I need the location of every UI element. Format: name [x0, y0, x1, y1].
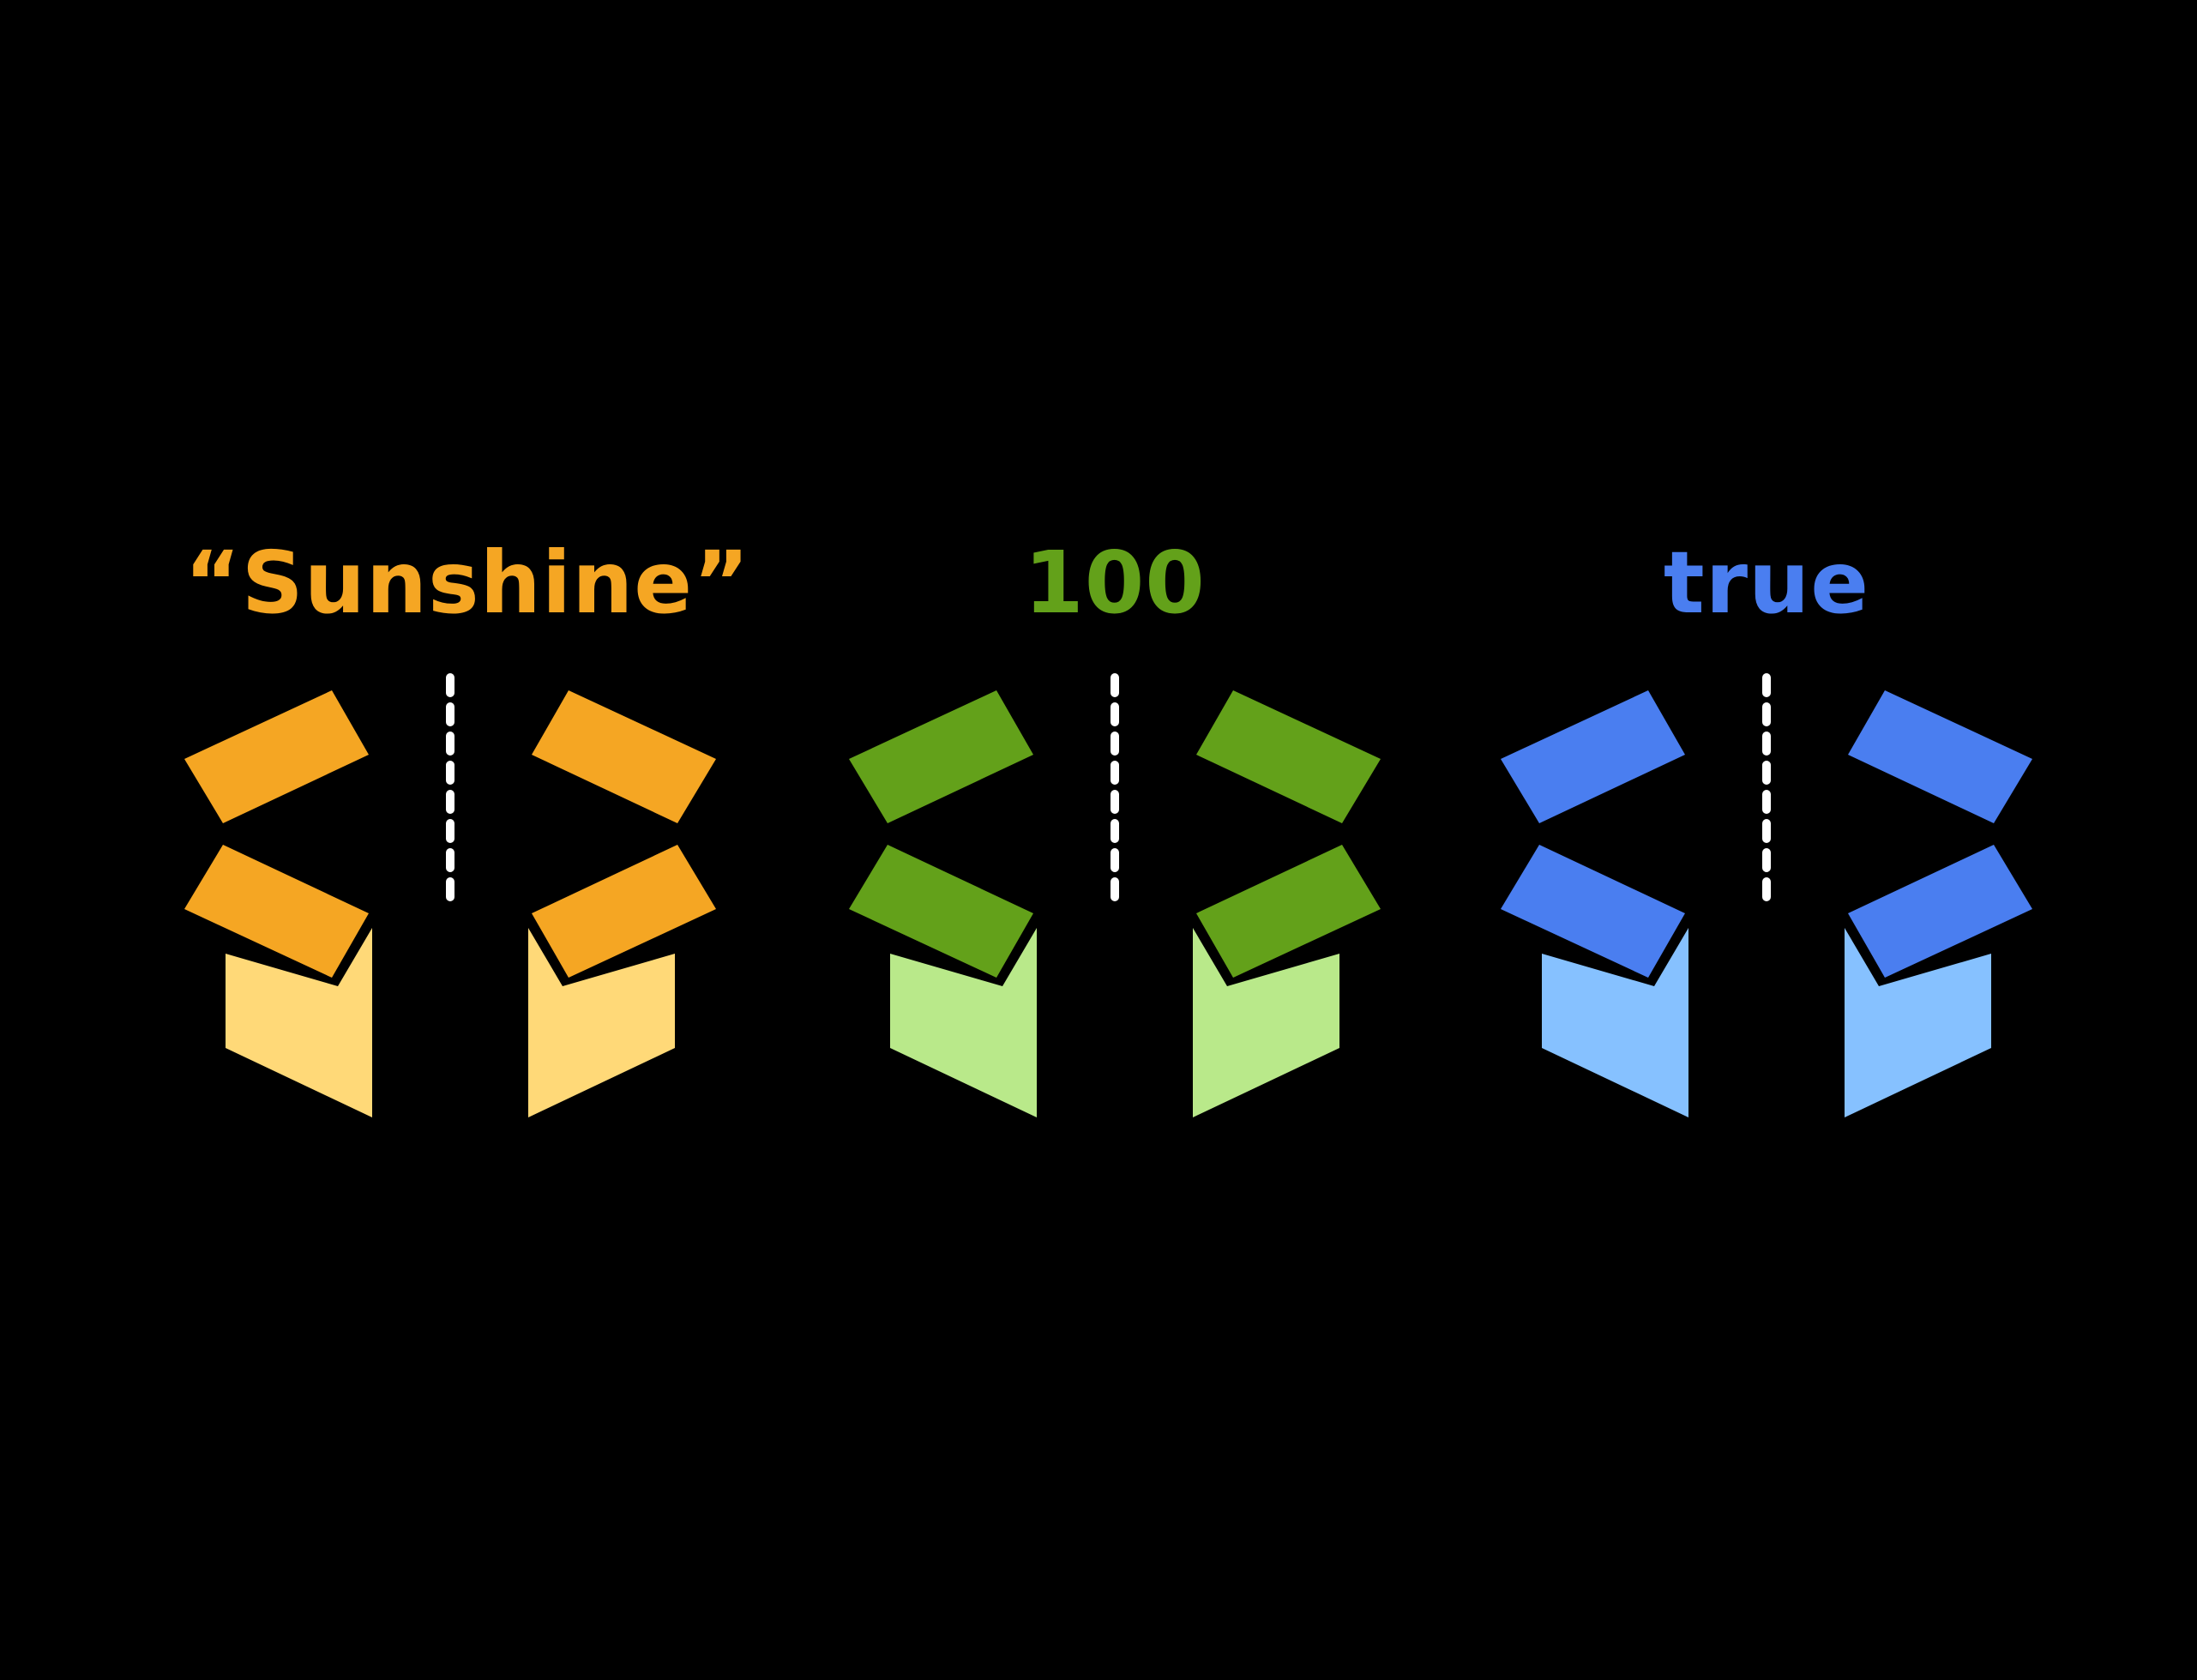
upper-left-flap	[849, 690, 1033, 823]
open-box-icon	[184, 673, 716, 1117]
lower-right-flap	[1196, 845, 1381, 978]
lower-left-flap	[849, 845, 1033, 978]
value-item-boolean: true	[1501, 532, 2032, 1166]
value-label-number: 100	[1024, 533, 1206, 633]
box-right-face	[1193, 928, 1339, 1117]
box-left-face	[1542, 928, 1688, 1117]
upper-left-flap	[184, 690, 369, 823]
open-box-icon	[1501, 673, 2032, 1117]
lower-right-flap	[532, 845, 716, 978]
value-label-boolean: true	[1663, 533, 1870, 633]
lower-left-flap	[184, 845, 369, 978]
value-label-string: “Sunshine”	[184, 533, 750, 633]
upper-left-flap	[1501, 690, 1685, 823]
open-box-icon	[849, 673, 1381, 1117]
lower-right-flap	[1848, 845, 2032, 978]
upper-right-flap	[1196, 690, 1381, 823]
box-left-face	[890, 928, 1037, 1117]
value-item-number: 100	[849, 532, 1381, 1166]
lower-left-flap	[1501, 845, 1685, 978]
upper-right-flap	[1848, 690, 2032, 823]
value-item-string: “Sunshine”	[184, 532, 750, 1166]
box-right-face	[1845, 928, 1991, 1117]
box-left-face	[226, 928, 372, 1117]
box-right-face	[528, 928, 675, 1117]
upper-right-flap	[532, 690, 716, 823]
